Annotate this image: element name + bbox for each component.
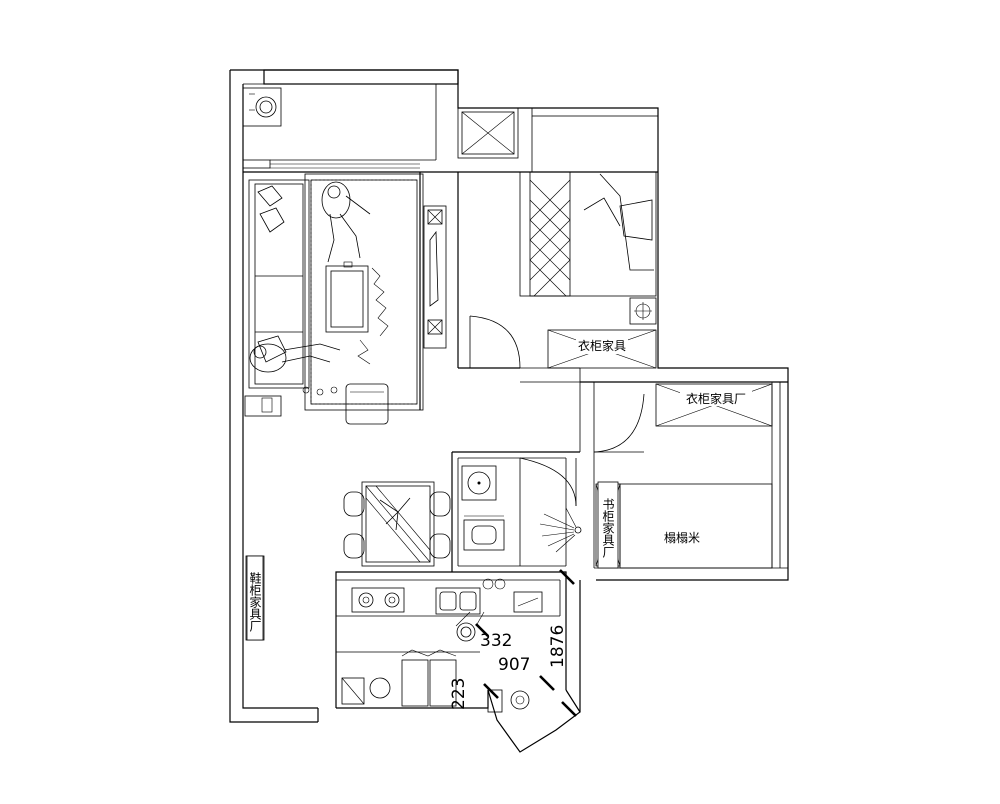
- toilet: [463, 515, 505, 551]
- living-room-walls: [243, 171, 520, 410]
- dining-table: [361, 481, 435, 567]
- person-figure-bottom: [249, 343, 341, 373]
- door-bedroom-main: [469, 315, 581, 452]
- wardrobe-main-label: 衣柜家具: [578, 338, 626, 353]
- tv-cabinet: [423, 205, 447, 349]
- dimension-332: 332: [480, 631, 512, 651]
- trash-bin: [341, 677, 365, 705]
- dimension-1876: 1876: [548, 625, 568, 668]
- balcony: [242, 69, 459, 169]
- wardrobe-main: 衣柜家具: [547, 329, 657, 369]
- bookcase: 书柜家具厂: [595, 481, 621, 569]
- rug: [304, 173, 424, 411]
- fridge-appliances: [401, 649, 457, 707]
- kitchen: [336, 579, 561, 709]
- small-circles-row: [302, 386, 338, 396]
- kitchen-sink: [435, 587, 481, 615]
- coffee-table: [325, 261, 369, 333]
- kitchen-circles: [482, 578, 506, 590]
- shower-head: [539, 507, 582, 553]
- round-stool: [369, 677, 391, 699]
- shoe-cabinet: 鞋柜家具厂: [245, 555, 265, 641]
- dining-chairs: [343, 491, 451, 559]
- bookcase-label: 书柜家具厂: [601, 498, 615, 558]
- tatami: 榻榻米: [619, 483, 773, 569]
- bed-crosshatch: [529, 179, 571, 297]
- small-appliance: [513, 591, 543, 613]
- shaft-box: [457, 107, 519, 159]
- ottoman: [345, 383, 389, 425]
- dimension-marks: [475, 569, 577, 717]
- sofa: [248, 179, 310, 389]
- bedroom-main: [458, 107, 659, 325]
- tatami-label: 榻榻米: [664, 531, 700, 545]
- wardrobe-second: 衣柜家具厂: [655, 383, 773, 427]
- side-table: [244, 395, 282, 417]
- wardrobe-second-label: 衣柜家具厂: [686, 391, 746, 406]
- gas-stove: [351, 587, 405, 613]
- plant-cluster: [357, 267, 389, 365]
- person-figure-top: [321, 181, 371, 263]
- door-kitchen-frame: [487, 689, 503, 713]
- dimension-907: 907: [498, 655, 530, 675]
- dimension-223: 223: [449, 678, 469, 710]
- washing-machine-icon: [242, 87, 282, 127]
- bathroom: [451, 451, 580, 572]
- floor-drain: [510, 690, 530, 710]
- sink-bathroom: [461, 465, 497, 501]
- shoe-cabinet-label: 鞋柜家具厂: [248, 571, 262, 632]
